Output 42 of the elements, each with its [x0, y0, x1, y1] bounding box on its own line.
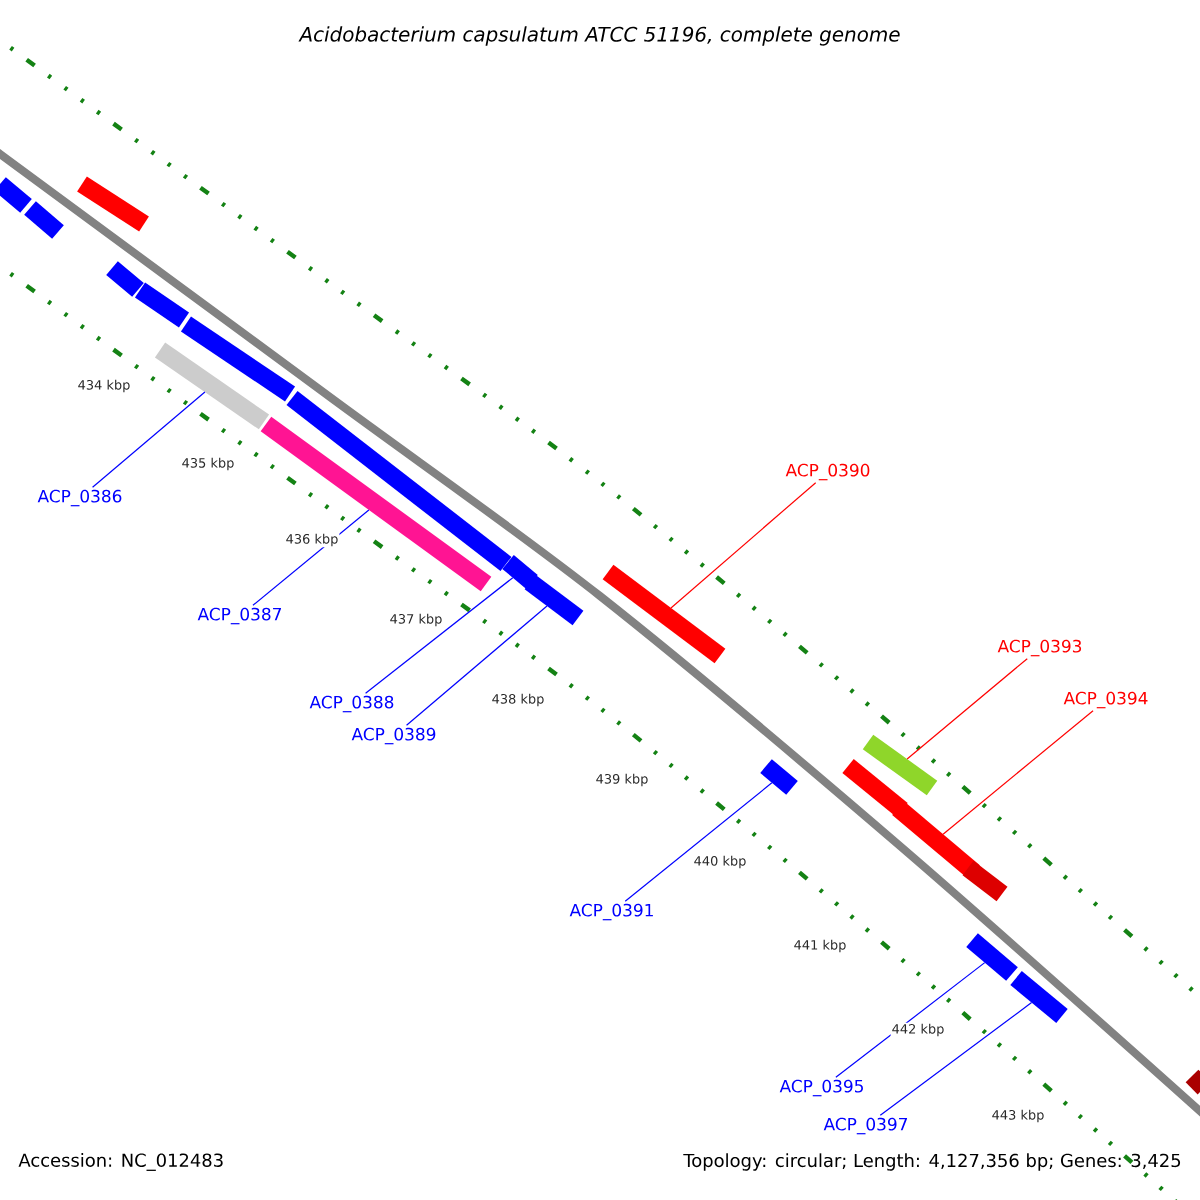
gene-label: ACP_0394 [1063, 691, 1148, 709]
gene-label: ACP_0389 [351, 727, 436, 745]
gene-bar [77, 176, 149, 232]
leader-line [670, 482, 817, 609]
gene-label: ACP_0388 [309, 695, 394, 713]
leader-line [624, 782, 773, 902]
gene-bar [842, 759, 908, 817]
gene-bar [524, 574, 584, 626]
gene-label: ACP_0391 [569, 903, 653, 921]
gene-bar [962, 860, 1008, 902]
title: Acidobacterium capsulatum ATCC 51196, complete genome [298, 26, 900, 46]
gene-bar [760, 759, 798, 795]
gene-bar [1185, 1069, 1200, 1095]
gene-bar [260, 416, 492, 592]
gene-bar [134, 282, 190, 328]
gene-bar [502, 555, 538, 589]
gene-bar [286, 390, 512, 572]
leader-line [906, 658, 1028, 760]
genome-summary: Topology: circular; Length: 4,127,356 bp; Genes: 3,425 [683, 1153, 1181, 1171]
gene-bar [180, 316, 296, 402]
gene-label: ACP_0387 [197, 607, 281, 625]
accession-note: Accession: NC_012483 [18, 1153, 223, 1171]
leader-line [835, 962, 986, 1078]
leader-line [942, 710, 1094, 835]
gene-bar [106, 261, 144, 297]
leader-line [879, 1001, 1033, 1116]
gene-label: ACP_0397 [823, 1117, 907, 1135]
gene-bar [602, 564, 726, 664]
gene-label: ACP_0395 [779, 1079, 863, 1097]
gene-label: ACP_0393 [997, 639, 1082, 657]
gene-label: ACP_0386 [37, 489, 122, 507]
leader-line [405, 605, 548, 726]
gene-label: ACP_0390 [785, 463, 870, 481]
leader-line [365, 577, 514, 694]
gene-bar [154, 342, 270, 430]
gene-bar [0, 177, 32, 213]
gene-bar [24, 201, 64, 239]
leader-line [92, 391, 206, 488]
gene-bar [966, 933, 1018, 981]
leader-line [252, 509, 370, 606]
gene-bar [862, 734, 938, 796]
gene-bar [1010, 971, 1068, 1023]
